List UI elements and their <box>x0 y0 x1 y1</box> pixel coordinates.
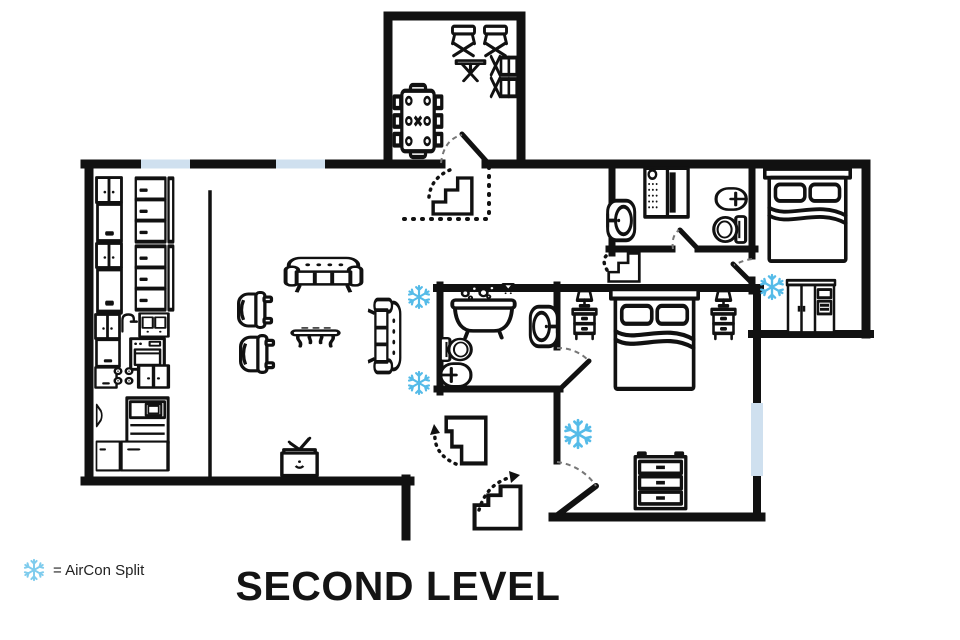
terrace-door-leaf <box>459 131 491 166</box>
terrace-stairs-arrow <box>427 166 457 199</box>
arrow-heads <box>430 424 520 483</box>
aircon-snowflake-icon <box>564 420 592 448</box>
ensuite-door-leaf <box>556 358 592 393</box>
snowflake-icon <box>22 558 46 582</box>
terrace-door-arc <box>440 134 463 164</box>
faucet-icon <box>121 313 139 333</box>
stairs-down-arrowhead <box>430 424 440 435</box>
dining-table-icon <box>394 85 442 157</box>
sink-unit-icon <box>138 312 170 338</box>
director-chair-icon <box>482 24 509 58</box>
stairs-up-arrowhead <box>509 471 520 483</box>
sofa-icon <box>283 255 364 295</box>
master-door-arc <box>556 461 597 487</box>
low-cabinet-icon <box>95 440 121 472</box>
bathroom-top-door-leaf <box>677 227 701 252</box>
nightstand-lamp-icon <box>709 288 738 341</box>
folded-chairs-icon <box>489 54 519 99</box>
hutch-icon <box>125 396 170 445</box>
sink-icon <box>528 304 560 349</box>
cabinet-pair-icon <box>94 313 121 340</box>
tv-icon <box>280 435 319 478</box>
window-right <box>751 403 763 476</box>
door-swing-arcs <box>440 134 753 487</box>
bed-icon <box>611 289 698 389</box>
bedroom2-door-leaf <box>730 261 755 286</box>
tall-unit-icon <box>133 244 176 312</box>
window-top-1 <box>141 159 190 169</box>
director-chair-icon <box>450 24 477 58</box>
stair-landing-dotted <box>402 165 491 221</box>
stairs-down-arrow <box>433 430 458 466</box>
low-cabinet-icon <box>119 439 170 473</box>
cabinet-icon <box>98 204 122 241</box>
windows <box>141 159 763 476</box>
shower-icon <box>643 166 690 219</box>
bathroom-top-door-arc <box>671 229 680 250</box>
legend-label: = AirCon Split <box>53 561 145 579</box>
nightstand-lamp-icon <box>570 288 599 341</box>
armchair-icon <box>238 333 276 375</box>
ensuite-door-arc <box>556 346 590 362</box>
wall-lamp-icon <box>95 403 104 428</box>
sink-icon <box>605 198 637 243</box>
coffee-table-icon <box>290 326 341 349</box>
tall-unit-icon <box>133 176 176 244</box>
stairs-up-icon <box>475 486 521 528</box>
bathtub-icon <box>450 282 517 340</box>
armchair-icon <box>236 290 274 330</box>
bedroom2-door-arc <box>733 258 753 266</box>
wardrobe-icon <box>785 278 837 337</box>
cabinet-pair-icon <box>136 363 171 390</box>
toilet-icon <box>438 336 473 363</box>
bidet-icon <box>714 186 748 212</box>
aircon-snowflake-icon <box>408 286 430 308</box>
folding-table-icon <box>454 59 487 83</box>
bed-icon <box>762 167 853 264</box>
direction-arrows <box>427 166 612 512</box>
cabinet-icon <box>94 366 118 389</box>
bidet-icon <box>439 362 473 388</box>
cabinet-icon <box>98 269 122 312</box>
page-title: SECOND LEVEL <box>235 563 561 609</box>
toilet-icon <box>712 214 748 245</box>
master-door-leaf <box>552 483 599 520</box>
legend: = AirCon Split <box>22 558 144 582</box>
cabinet-icon <box>94 338 122 368</box>
cabinet-pair-icon <box>95 176 123 204</box>
window-top-2 <box>276 159 325 169</box>
sofa-icon <box>366 297 403 375</box>
terrace-walls <box>383 11 526 167</box>
cabinet-pair-icon <box>95 242 123 269</box>
stairs-icon <box>431 176 474 216</box>
stairs-icon <box>607 252 641 283</box>
hall-stairs-arrow <box>602 251 612 272</box>
aircon-snowflake-icon <box>408 372 430 394</box>
dresser-icon <box>633 451 688 511</box>
door-leaves <box>459 131 755 520</box>
stairs-down-icon <box>446 418 486 464</box>
